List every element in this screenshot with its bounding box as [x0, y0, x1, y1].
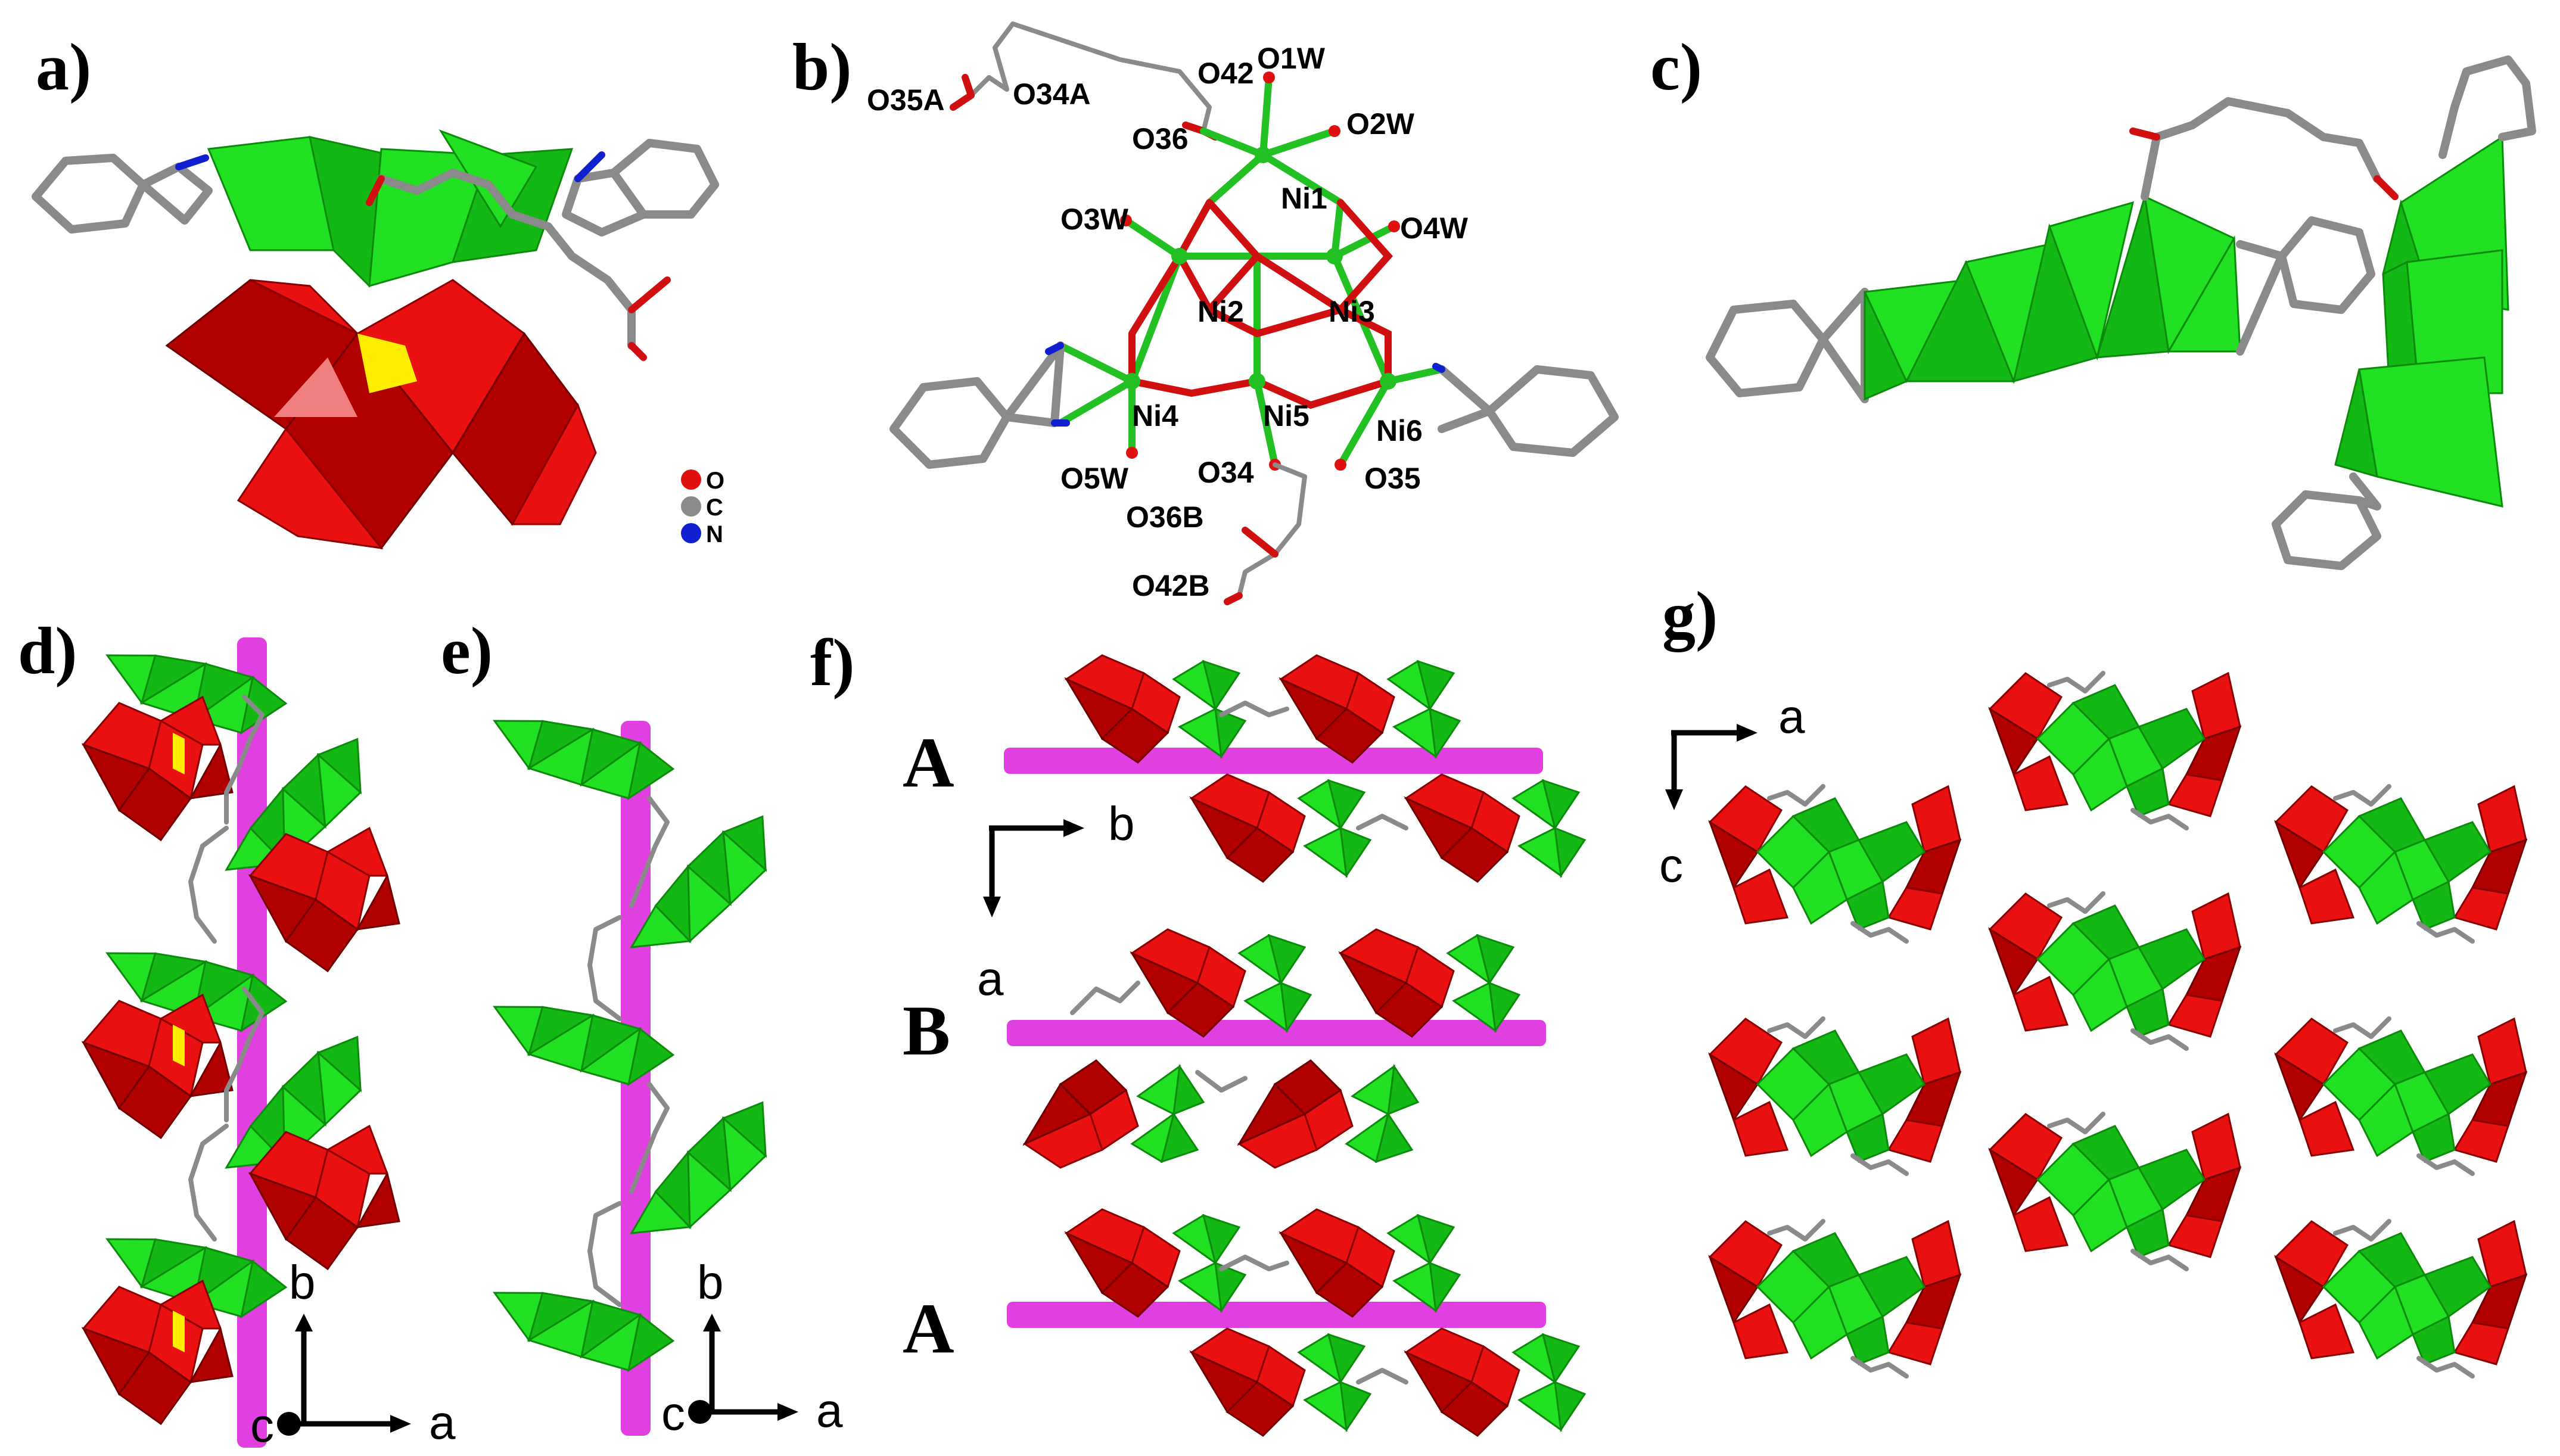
panel-c: [1706, 55, 2536, 570]
axis-d-z: c: [250, 1399, 274, 1452]
axis-e-x: a: [816, 1384, 843, 1437]
axis-g-x: a: [1778, 690, 1805, 743]
axis-f-x: b: [1108, 797, 1135, 850]
ni-core-bonds: [1057, 74, 1445, 468]
panel-f: A B A b a: [903, 654, 1586, 1437]
atom-label-o42: O42: [1197, 57, 1254, 90]
layer-label-2: B: [903, 991, 950, 1070]
atom-label-o4w: O4W: [1400, 211, 1469, 245]
atom-label-o1w: O1W: [1257, 42, 1326, 75]
atom-label-ni2: Ni2: [1197, 295, 1244, 328]
atom-label-ni5: Ni5: [1263, 399, 1309, 433]
atom-label-o5w: O5W: [1060, 462, 1129, 495]
atom-label-ni6: Ni6: [1376, 414, 1423, 447]
atom-label-o34a: O34A: [1013, 77, 1091, 111]
panel-d: b a c: [82, 608, 456, 1452]
legend-o-label: O: [706, 468, 724, 494]
panel-b: O35A O34A O42 O1W O36 O2W O3W Ni1 O4W Ni…: [867, 21, 1619, 605]
atom-label-o42b: O42B: [1132, 569, 1210, 602]
atom-label-o34: O34: [1197, 456, 1254, 489]
axis-e-z: c: [661, 1387, 685, 1440]
panel-label-d: d): [18, 614, 77, 688]
legend-c-swatch: [681, 496, 701, 517]
panel-e: b a c: [481, 673, 843, 1440]
legend-n-swatch: [681, 523, 701, 543]
panel-g: a c: [1659, 673, 2526, 1376]
atom-label-o3w: O3W: [1060, 203, 1129, 236]
legend-o-swatch: [681, 469, 701, 490]
atom-label-ni3: Ni3: [1329, 295, 1375, 328]
panel-a: O C N: [32, 129, 724, 550]
legend-n-label: N: [706, 521, 723, 547]
axis-d-y: b: [289, 1256, 316, 1309]
atom-label-o35a: O35A: [867, 83, 945, 117]
atom-label-o35: O35: [1364, 462, 1421, 495]
axis-f-y: a: [977, 952, 1004, 1005]
axis-g-y: c: [1659, 839, 1683, 892]
axis-e-y: b: [697, 1256, 724, 1309]
panel-label-e: e): [441, 614, 493, 688]
legend-c-label: C: [706, 494, 723, 521]
atom-label-ni4: Ni4: [1132, 399, 1178, 433]
layer-label-3: A: [903, 1289, 954, 1368]
panel-label-b: b): [792, 30, 852, 104]
atom-label-o36b: O36B: [1126, 500, 1204, 534]
axis-d-x: a: [429, 1396, 456, 1449]
atom-label-o36: O36: [1132, 122, 1189, 155]
atom-label-o2w: O2W: [1346, 107, 1415, 141]
atom-label-ni1: Ni1: [1281, 182, 1327, 215]
panel-label-f: f): [810, 626, 855, 700]
panel-label-g: g): [1662, 578, 1718, 652]
panel-label-c: c): [1650, 30, 1702, 104]
layer-label-1: A: [903, 723, 954, 802]
panel-label-a: a): [36, 30, 91, 104]
